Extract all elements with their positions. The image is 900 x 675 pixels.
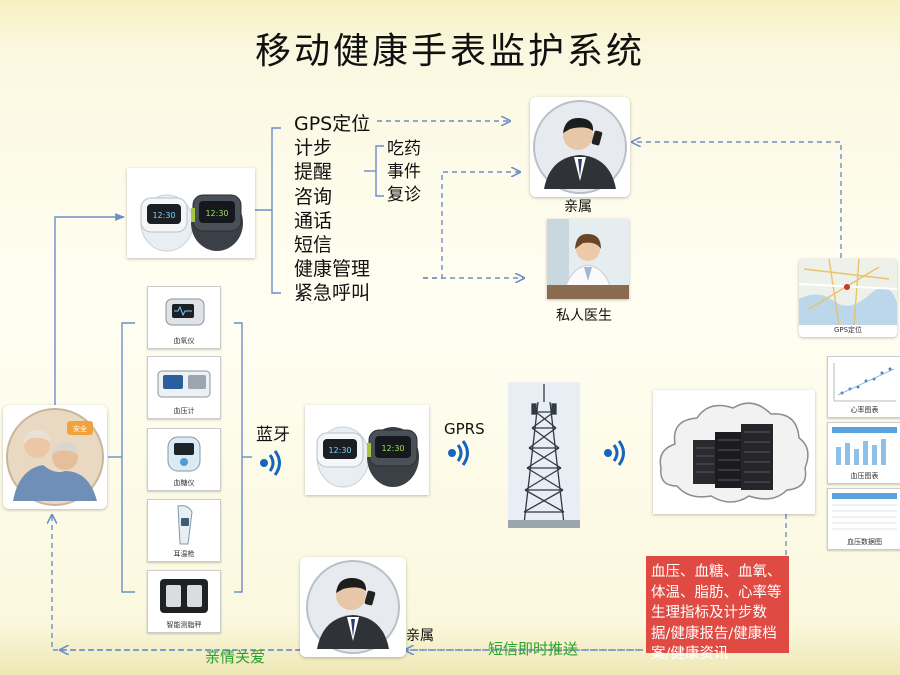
device-bracket-left <box>121 322 135 593</box>
watch-pair-image-top: 12:30 12:30 <box>127 168 255 258</box>
svg-text:12:30: 12:30 <box>328 446 351 455</box>
report-data-card: 血压数据图 <box>827 488 900 550</box>
gps-map-image: GPS定位 <box>798 258 898 337</box>
device-ear-thermometer: 耳温枪 <box>147 499 221 562</box>
elderly-user-photo: 安全 <box>3 405 107 509</box>
feature-reminder: 提醒 <box>294 161 333 184</box>
family-photo-bottom <box>300 557 406 657</box>
wireless-signal-icon-server <box>600 436 634 470</box>
device-label-oximeter: 血氧仪 <box>173 337 195 345</box>
family-care-label: 亲情关爱 <box>205 648 266 666</box>
device-oximeter: 血氧仪 <box>147 286 221 349</box>
report-label-bp-data: 血压数据图 <box>847 538 882 546</box>
device-body-fat-scale: 智能测脂秤 <box>147 570 221 633</box>
bluetooth-label: 蓝牙 <box>256 425 290 445</box>
svg-text:12:30: 12:30 <box>152 211 175 220</box>
device-bracket-right <box>234 322 243 593</box>
feature-call: 通话 <box>294 209 333 232</box>
report-chart-card: 心率图表 <box>827 356 900 418</box>
family-label-top: 亲属 <box>564 199 592 215</box>
svg-text:安全: 安全 <box>73 424 87 433</box>
feature-bracket <box>271 127 281 294</box>
map-to-family-arrow <box>632 142 842 258</box>
reminder-event: 事件 <box>387 162 421 182</box>
cloud-server-image <box>653 390 815 514</box>
feature-gps: GPS定位 <box>294 113 371 135</box>
wireless-signal-icon-bluetooth <box>256 446 290 480</box>
device-glucose-meter: 血糖仪 <box>147 428 221 491</box>
health-to-family-arrow <box>423 172 520 279</box>
health-data-summary-box: 血压、血糖、血氧、体温、脂肪、心率等生理指标及计步数据/健康报告/健康档案/健康… <box>646 556 789 662</box>
family-label-bottom: 亲属 <box>406 628 434 644</box>
feature-consult: 咨询 <box>294 185 333 208</box>
device-label-bp-monitor: 血压计 <box>173 407 195 415</box>
health-report-stack: 心率图表 血压图表 血压数据图 <box>827 356 900 566</box>
reminder-list: 吃药 事件 复诊 <box>387 138 421 207</box>
page-title: 移动健康手表监护系统 <box>254 31 645 72</box>
svg-text:12:30: 12:30 <box>205 209 228 218</box>
reminder-bracket <box>375 145 384 197</box>
feature-step-count: 计步 <box>294 137 333 160</box>
report-label-blood-pressure: 血压图表 <box>850 472 879 480</box>
sms-push-label: 短信即时推送 <box>488 640 579 658</box>
device-blood-pressure-monitor: 血压计 <box>147 356 221 419</box>
family-photo-top <box>530 97 630 197</box>
feature-health-management: 健康管理 <box>294 258 371 281</box>
gps-map-caption: GPS定位 <box>833 326 863 334</box>
doctor-label: 私人医生 <box>556 308 612 324</box>
cell-tower-image <box>508 382 580 528</box>
reminder-medicine: 吃药 <box>387 139 421 159</box>
wireless-signal-icon-gprs <box>444 436 478 470</box>
device-label-fat-scale: 智能测脂秤 <box>166 621 202 629</box>
report-blood-pressure-card: 血压图表 <box>827 422 900 484</box>
report-label-heart-rate: 心率图表 <box>850 406 879 414</box>
device-label-glucose: 血糖仪 <box>173 479 195 487</box>
device-label-thermometer: 耳温枪 <box>173 550 195 558</box>
doctor-photo <box>547 219 629 300</box>
reminder-revisit: 复诊 <box>387 185 421 205</box>
watch-pair-image-middle: 12:30 12:30 <box>305 405 429 495</box>
feature-sms: 短信 <box>294 234 333 257</box>
user-to-watch-arrow <box>54 213 125 405</box>
gprs-label: GPRS <box>444 420 485 438</box>
svg-text:12:30: 12:30 <box>381 444 404 453</box>
feature-list: GPS定位 计步 提醒 咨询 通话 短信 健康管理 紧急呼叫 <box>294 112 370 306</box>
feature-emergency-call: 紧急呼叫 <box>294 282 371 305</box>
